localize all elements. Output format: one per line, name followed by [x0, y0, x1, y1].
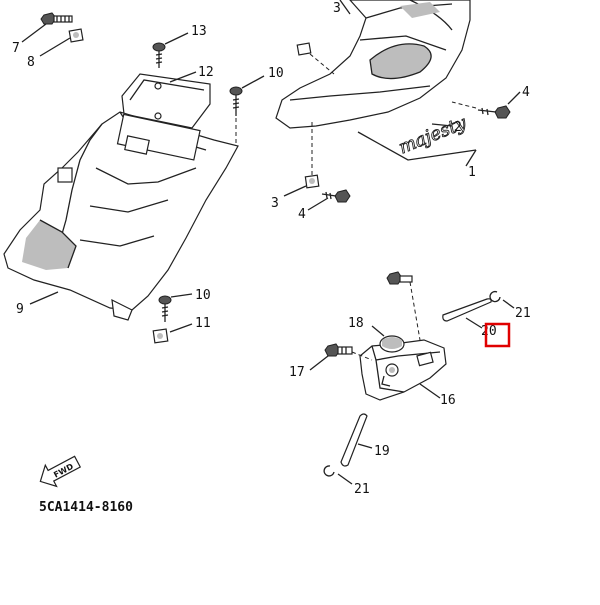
screw-7 [40, 12, 73, 25]
guide-bolt-17 [351, 351, 373, 361]
guide-cover-clip [309, 53, 335, 75]
guide-latch-bolt [409, 281, 421, 341]
pin-19 [340, 413, 368, 467]
leader-1-tail [465, 149, 477, 167]
callout-4-upper: 4 [522, 85, 530, 100]
leader-8 [39, 37, 71, 57]
callout-13: 13 [191, 24, 207, 39]
callout-4-lower: 4 [298, 207, 306, 222]
leader-4-lower [307, 197, 329, 211]
callout-3-lower: 3 [271, 196, 279, 211]
leader-1 [357, 131, 477, 161]
callout-21-top: 21 [515, 306, 531, 321]
callout-12: 12 [198, 65, 214, 80]
guide-4-upper [451, 101, 477, 109]
leader-13 [164, 32, 189, 45]
circlip-21-bottom [323, 465, 335, 477]
callout-11: 11 [195, 316, 211, 331]
callout-7: 7 [12, 41, 20, 56]
leader-4-upper [507, 91, 521, 105]
screw-10-lower [158, 295, 172, 322]
leader-19 [357, 443, 373, 449]
figure-code: 5CA1414-8160 [39, 500, 133, 515]
screw-4-lower [321, 189, 351, 203]
leader-7 [21, 23, 47, 43]
callout-21-bottom: 21 [354, 482, 370, 497]
clip-nut-11 [152, 328, 169, 344]
leader-21-bottom [337, 473, 353, 485]
bolt-17 [324, 343, 353, 357]
callout-20: 20 [481, 324, 497, 339]
selection-highlight-box [484, 322, 511, 348]
leader-16 [419, 383, 441, 399]
callout-18: 18 [348, 316, 364, 331]
clip-nut-8 [68, 28, 84, 43]
leader-10-lower [170, 293, 193, 298]
callout-1: 1 [468, 165, 476, 180]
callout-19: 19 [374, 444, 390, 459]
callout-3-top: 3 [333, 1, 341, 16]
screw-13 [152, 42, 166, 68]
screw-10-upper [229, 86, 243, 116]
screw-4-upper [477, 105, 511, 119]
fwd-arrow-icon: FWD [39, 455, 82, 488]
side-cover-1 [275, 0, 471, 129]
callout-2: 2 [454, 120, 462, 135]
circlip-21-top [489, 290, 501, 303]
pin-20 [442, 298, 492, 322]
latch-bolt-top [386, 271, 413, 285]
cover-clip-top [296, 42, 312, 56]
callout-10-lower: 10 [195, 288, 211, 303]
leader-12 [169, 71, 197, 83]
leader-17 [309, 355, 329, 371]
callout-10-upper: 10 [268, 66, 284, 81]
leader-10-upper [241, 75, 265, 89]
leader-21-top [502, 299, 515, 309]
latch-16 [359, 339, 447, 401]
clip-nut-3-lower [304, 174, 320, 189]
leader-11 [169, 323, 193, 333]
leader-2 [431, 123, 453, 127]
leader-3-lower [283, 185, 307, 197]
leader-18 [371, 325, 385, 337]
cap-18 [379, 335, 405, 353]
callout-17: 17 [289, 365, 305, 380]
rear-fender-9 [3, 111, 239, 321]
leader-20 [465, 317, 483, 329]
callout-16: 16 [440, 393, 456, 408]
callout-8: 8 [27, 55, 35, 70]
leader-9 [29, 291, 59, 305]
leader-3-top [339, 0, 351, 15]
callout-9: 9 [16, 302, 24, 317]
